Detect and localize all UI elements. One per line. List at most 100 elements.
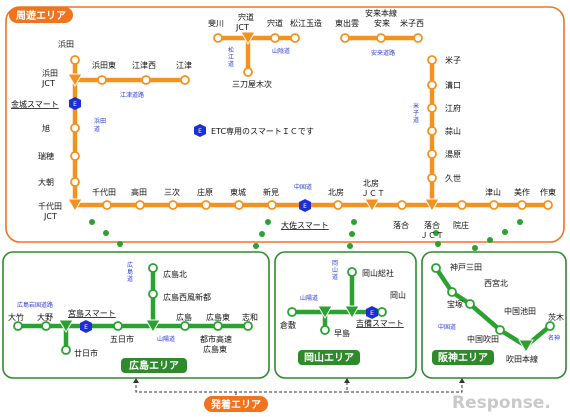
road-gotsu-doro: 江津道路	[120, 91, 144, 99]
smart-ic-markers: E E E	[69, 97, 311, 212]
road-matsue-do-1: 松	[228, 46, 234, 54]
road-matsue-do-3: 道	[228, 60, 234, 68]
label-kibi: 吉備スマート	[356, 318, 404, 328]
label-tsuyama: 津山	[485, 187, 501, 197]
watermark: Response.	[452, 393, 551, 413]
label-hokubo-jct-1: 北房	[363, 178, 379, 188]
road-okayama-do-1: 岡	[332, 260, 338, 267]
shuyu-stations	[70, 33, 553, 210]
label-mitoya: 三刀屋木次	[232, 79, 272, 89]
label-hamada-higashi: 浜田東	[92, 60, 116, 70]
label-osa-smart: 大佐スマート	[281, 220, 329, 230]
label-okayama: 岡山	[390, 290, 406, 300]
label-gotsu: 江津	[176, 60, 192, 70]
jct-markers	[67, 31, 440, 212]
miyajima-smart-marker: E	[80, 320, 92, 333]
shuyu-labels: 浜田 浜田 JCT 浜田東 江津西 江津 江津道路 金城スマート 浜田 道 旭 …	[11, 8, 556, 240]
label-hiroshima-kita: 広島北	[163, 269, 187, 279]
road-yonago-do-1: 米	[413, 102, 419, 110]
connector-arrows	[133, 378, 465, 383]
road-yonago-do-3: 道	[413, 116, 419, 124]
svg-text:E: E	[73, 101, 77, 108]
road-matsue-do-2: 江	[228, 54, 234, 61]
label-matsue-tamatsukuri: 松江玉造	[290, 18, 322, 28]
hiroshima-jct-markers	[58, 319, 161, 333]
label-hiruzen: 蒜山	[445, 126, 461, 136]
road-sanyo-do-h: 山陽道	[157, 335, 175, 343]
label-kuse: 久世	[445, 173, 461, 183]
label-shinji: 宍道	[267, 18, 283, 28]
hanshin-title: 阪神エリア	[438, 351, 488, 364]
road-sanyo-do-o: 山陽道	[300, 294, 318, 302]
label-hokubo: 北房	[328, 187, 344, 197]
road-chugoku-do: 中国道	[294, 183, 312, 191]
label-yasugi-honsen: 安来本線	[365, 8, 397, 18]
label-hokubo-jct-2: ＪＣＴ	[361, 189, 385, 198]
svg-text:E: E	[370, 310, 374, 317]
label-shinji-jct-2: JCT	[235, 23, 249, 32]
label-shiwa: 志和	[242, 312, 258, 322]
label-tojo: 東城	[230, 187, 246, 197]
road-yonago-do-2: 子	[413, 110, 419, 117]
hiroshima-labels: 広島北 広島西風新都 広 島 道 広島岩国道路 大竹 大野 宮島スマート 廿日市…	[8, 261, 258, 358]
label-yonago-nishi: 米子西	[400, 18, 424, 28]
road-chugoku-do-h: 中国道	[438, 323, 456, 331]
road-hamada-do-2: 道	[94, 125, 100, 133]
hanshin-area-frame	[421, 251, 567, 379]
label-niimi: 新見	[263, 187, 279, 197]
label-innosho: 院庄	[453, 220, 469, 230]
legend-marker: E	[194, 124, 206, 137]
label-ibaraki: 茨木	[548, 312, 564, 322]
label-hayashima: 早島	[334, 328, 350, 338]
label-ono: 大野	[37, 312, 53, 322]
label-takarazuka: 宝塚	[447, 299, 463, 309]
label-mizuho: 瑞穂	[38, 151, 54, 161]
label-ochiai-jct-1: 落合	[424, 220, 440, 230]
shuyu-title: 周遊エリア	[16, 9, 66, 22]
okayama-stations	[287, 267, 387, 335]
label-kobe-sanda: 神戸三田	[450, 262, 482, 272]
label-shinji-jct-1: 宍道	[238, 12, 254, 22]
label-toshi-2: 広島東	[203, 344, 227, 354]
label-ochiai-jct-2: ＪＣＴ	[420, 231, 444, 240]
hanshin-stations	[431, 263, 555, 335]
kanagi-smart-marker: E	[69, 97, 81, 110]
label-kanagi-smart: 金城スマート	[11, 99, 59, 109]
hatchaku-connectors	[135, 380, 463, 396]
road-okayama-do-2: 山	[332, 266, 338, 274]
label-chiyoda: 千代田	[92, 187, 116, 197]
label-hikawa: 斐川	[208, 18, 224, 28]
svg-text:E: E	[303, 203, 307, 210]
okayama-title: 岡山エリア	[304, 351, 354, 364]
okayama-labels: 岡 山 道 岡山総社 山陽道 岡山 倉敷 早島 吉備スマート	[280, 260, 406, 338]
label-hiroshima: 広島	[176, 312, 192, 322]
label-otake: 大竹	[8, 312, 24, 322]
label-chugoku-suita: 中国吹田	[467, 334, 499, 344]
legend-text: ETC専用のスマートＩＣです	[211, 126, 314, 136]
okayama-title-badge	[298, 350, 360, 365]
hanshin-labels: 神戸三田 西宮北 宝塚 中国池田 中国道 中国吹田 茨木 名神 吹田本線	[438, 262, 564, 364]
hanshin-jct-markers	[518, 339, 534, 353]
road-hamada-do-1: 浜田	[94, 117, 106, 125]
hiroshima-title: 広島エリア	[129, 359, 179, 372]
watermark-text: Response.	[452, 393, 551, 413]
label-kofu: 江府	[445, 103, 461, 113]
road-sanin-do: 山陰道	[272, 47, 290, 55]
label-yonago: 米子	[445, 55, 461, 65]
label-itsukaichi: 五日市	[110, 334, 134, 344]
svg-text:E: E	[84, 324, 88, 331]
road-hiroshima-do-2: 島	[127, 268, 133, 276]
road-meishin: 名神	[548, 334, 560, 342]
label-hiroshima-nishi: 広島西風新都	[163, 292, 211, 302]
label-chiyoda-jct-1: 千代田	[38, 201, 62, 211]
label-hatsukaichi: 廿日市	[74, 348, 98, 358]
label-kurashiki: 倉敷	[280, 320, 296, 330]
hiroshima-stations	[13, 263, 253, 355]
label-higashi-izumo: 東出雲	[335, 18, 359, 28]
label-mizoguchi: 溝口	[445, 80, 461, 90]
hanshin-title-badge	[432, 350, 494, 365]
label-ochiai: 落合	[393, 220, 409, 230]
kibi-smart-marker: E	[366, 306, 378, 319]
okayama-area-frame	[274, 251, 417, 379]
